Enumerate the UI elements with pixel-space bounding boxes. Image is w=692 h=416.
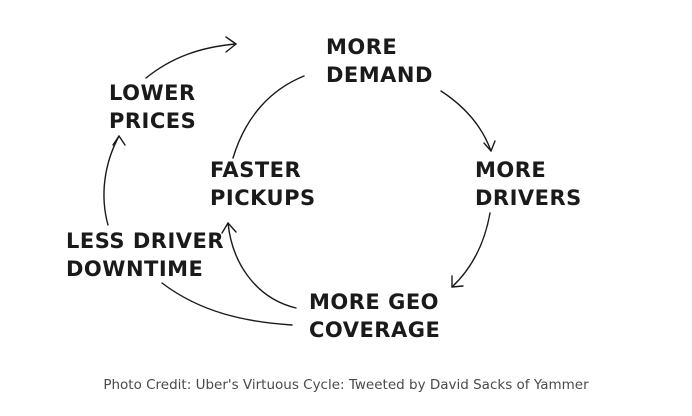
node-more-geo-coverage: MORE GEO COVERAGE: [309, 290, 441, 342]
arrowhead-prices-to-demand: [225, 36, 237, 53]
arrowhead-geo-to-pickups: [221, 222, 237, 234]
arrow-downtime-to-geo: [161, 282, 293, 326]
arrow-drivers-to-geo: [451, 212, 491, 288]
node-lower-prices: LOWER PRICES: [109, 81, 197, 133]
arrowhead-demand-to-drivers: [483, 140, 496, 152]
node-more-drivers: MORE DRIVERS: [475, 158, 582, 210]
arrow-demand-to-drivers: [440, 90, 492, 152]
arrow-pickups-to-demand: [232, 75, 305, 159]
node-more-demand: MORE DEMAND: [326, 35, 433, 87]
arrow-prices-to-demand: [145, 43, 237, 79]
arrowhead-downtime-to-prices: [112, 135, 126, 146]
photo-credit-caption: Photo Credit: Uber's Virtuous Cycle: Twe…: [103, 377, 589, 393]
arrowhead-drivers-to-geo: [451, 275, 464, 288]
node-less-driver-downtime: LESS DRIVER DOWNTIME: [66, 229, 225, 281]
arrow-downtime-to-prices: [103, 135, 120, 226]
arrow-geo-to-pickups: [227, 222, 297, 309]
node-faster-pickups: FASTER PICKUPS: [210, 158, 316, 210]
